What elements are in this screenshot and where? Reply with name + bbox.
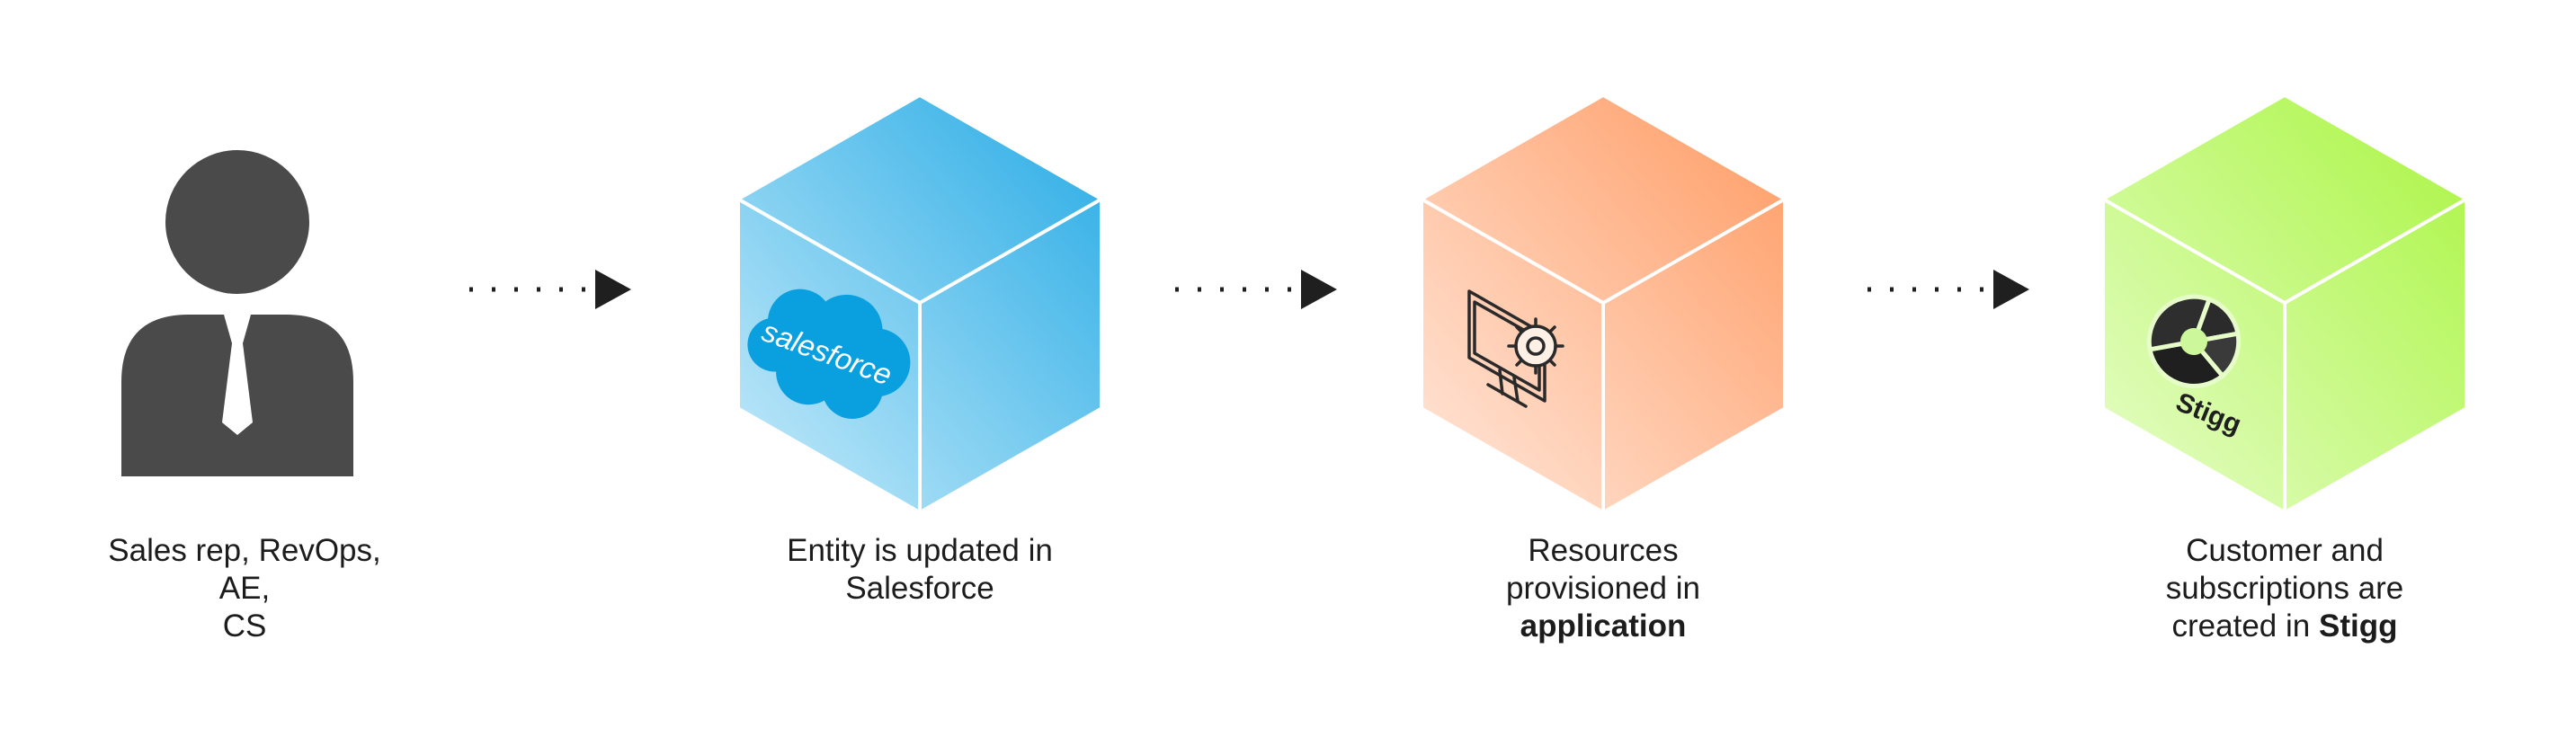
monitor-gear-icon <box>1467 289 1564 408</box>
caption-bold: application <box>1520 608 1687 644</box>
caption-bold: Stigg <box>2318 608 2398 644</box>
stigg-cube: Stigg <box>2103 94 2466 513</box>
salesforce-cube: salesforce <box>738 94 1101 513</box>
caption-person: Sales rep, RevOps, AE, CS <box>74 532 415 645</box>
caption-line: Sales rep, RevOps, <box>108 533 381 568</box>
caption-text: created in <box>2171 608 2311 644</box>
caption-stigg: Customer and subscriptions are created i… <box>2114 532 2456 645</box>
caption-line: CS <box>222 608 267 644</box>
caption-line: Entity is updated in <box>787 533 1053 568</box>
caption-line: created in Stigg <box>2114 608 2456 645</box>
caption-salesforce: Entity is updated in Salesforce <box>749 532 1091 608</box>
person-icon <box>121 150 353 476</box>
flow-arrow-1 <box>469 270 631 309</box>
flow-arrow-3 <box>1867 270 2029 309</box>
caption-application: Resources provisioned in application <box>1432 532 1774 645</box>
caption-line: AE, <box>218 571 271 606</box>
caption-line: Resources <box>1528 533 1679 568</box>
caption-line: provisioned in <box>1506 571 1700 606</box>
flow-arrow-2 <box>1175 270 1337 309</box>
salesforce-logo: salesforce <box>747 289 911 419</box>
caption-line: application <box>1432 608 1774 645</box>
caption-line: Salesforce <box>845 571 994 606</box>
caption-line: Customer and <box>2186 533 2384 568</box>
application-cube <box>1422 94 1785 513</box>
caption-line: subscriptions are <box>2165 571 2404 606</box>
